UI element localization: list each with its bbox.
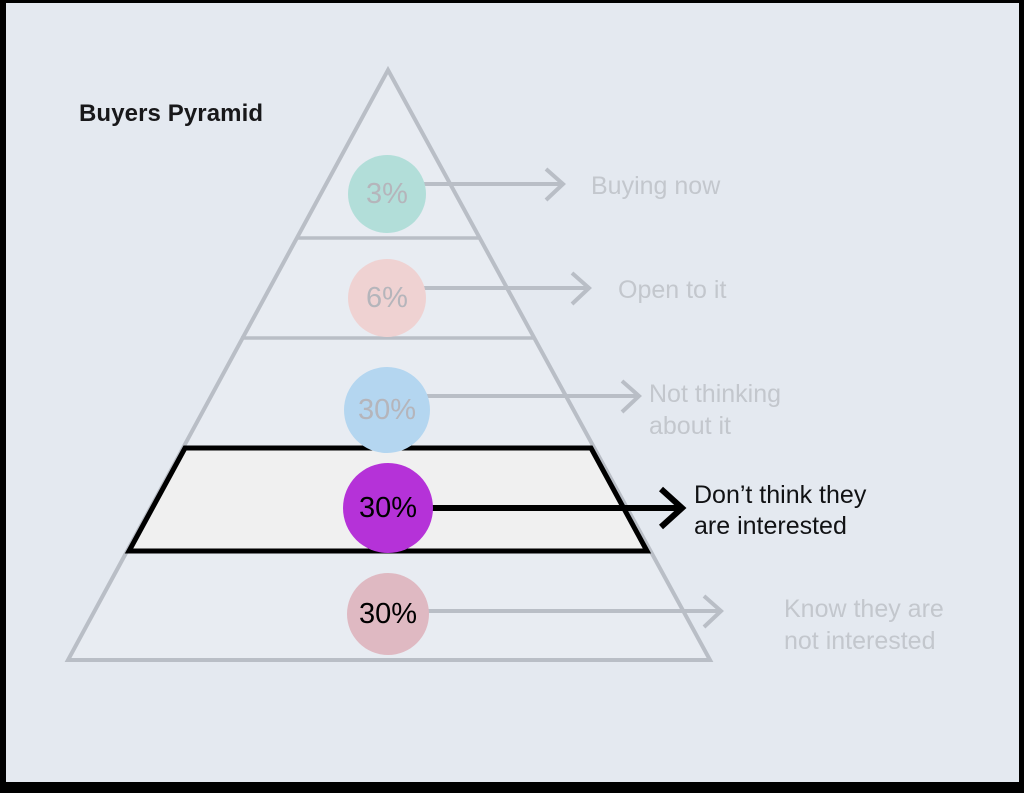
percent-value: 6%	[366, 281, 408, 314]
percent-value: 30%	[358, 491, 418, 524]
level-label-buying-now: Buying now	[591, 172, 721, 200]
connector-arrow-know-not-interested	[423, 594, 724, 629]
level-label-open-to-it: Open to it	[618, 276, 727, 304]
pyramid-outline	[64, 65, 714, 662]
percent-value: 30%	[358, 597, 418, 630]
level-label-not-thinking: Not thinking about it	[649, 380, 782, 440]
percent-value: 30%	[357, 393, 417, 426]
connector-arrow-not-thinking	[423, 379, 642, 414]
connector-arrow-buying-now	[423, 167, 566, 202]
level-label-know-not-interested: Know they are not interested	[784, 595, 944, 655]
page-title: Buyers Pyramid	[79, 100, 264, 127]
connector-arrow-dont-think-interested	[423, 486, 687, 530]
percent-bubble-dont-think-interested[interactable]: 30%	[343, 463, 433, 553]
percent-bubble-open-to-it[interactable]: 6%	[348, 259, 426, 337]
percent-value: 3%	[366, 177, 408, 210]
percent-bubble-not-thinking[interactable]: 30%	[344, 367, 430, 453]
percent-bubble-buying-now[interactable]: 3%	[348, 155, 426, 233]
level-label-dont-think-interested: Don’t think they are interested	[694, 481, 867, 541]
percent-bubble-know-not-interested[interactable]: 30%	[347, 573, 429, 655]
diagram-panel: Buyers Pyramid 3% 6% 30% 30% 30% Buying …	[6, 3, 1019, 782]
connector-arrow-open-to-it	[423, 271, 592, 306]
